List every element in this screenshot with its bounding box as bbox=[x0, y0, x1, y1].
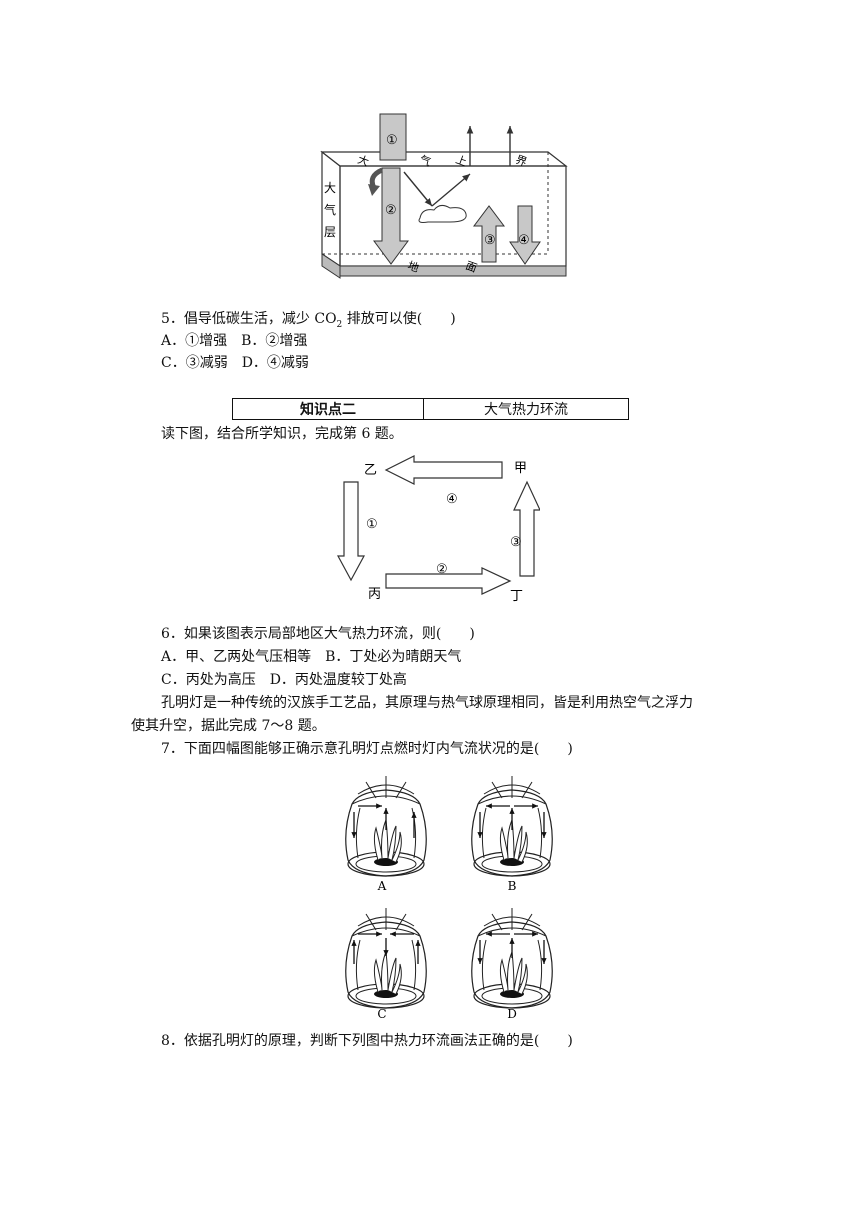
lantern-c bbox=[345, 907, 427, 1009]
fig1-label-4: ④ bbox=[518, 233, 530, 248]
fig1-top-char-4: 界 bbox=[514, 153, 529, 169]
fig1-ground-char-1: 地 bbox=[406, 259, 421, 275]
arrow-label-3: ③ bbox=[510, 535, 522, 550]
fig1-top-char-1: 大 bbox=[356, 152, 371, 169]
q5-options-line1: A．①增强 B．②增强 bbox=[161, 333, 308, 349]
q6-stem: 6．如果该图表示局部地区大气热力环流，则( ) bbox=[161, 626, 475, 642]
fig1-side-char-1: 大 bbox=[324, 181, 336, 195]
fig1-label-2: ② bbox=[385, 203, 397, 218]
fig1-top-char-3: 上 bbox=[454, 153, 469, 169]
lantern-label-d: D bbox=[507, 1007, 517, 1021]
fig1-label-1: ① bbox=[386, 133, 398, 148]
intro-q6: 读下图，结合所学知识，完成第 6 题。 bbox=[161, 426, 403, 442]
arrow-label-2: ② bbox=[436, 562, 448, 577]
knowledge-point-title: 知识点二 bbox=[232, 398, 424, 420]
lantern-label-c: C bbox=[377, 1007, 386, 1021]
knowledge-point-topic: 大气热力环流 bbox=[423, 398, 629, 420]
corner-ding: 丁 bbox=[510, 589, 523, 604]
passage-line2: 使其升空，据此完成 7～8 题。 bbox=[131, 718, 326, 734]
q8-stem: 8．依据孔明灯的原理，判断下列图中热力环流画法正确的是( ) bbox=[161, 1033, 573, 1049]
corner-jia: 甲 bbox=[514, 461, 527, 476]
lantern-d bbox=[471, 907, 553, 1009]
fig1-top-char-2: 气 bbox=[418, 152, 433, 169]
arrow-label-4: ④ bbox=[446, 492, 458, 507]
q6-options-line1: A．甲、乙两处气压相等 B．丁处必为晴朗天气 bbox=[161, 649, 462, 665]
q5-stem: 5．倡导低碳生活，减少 CO2 排放可以使( ) bbox=[161, 311, 456, 330]
fig1-ground-char-2: 面 bbox=[464, 259, 479, 275]
lantern-label-b: B bbox=[508, 879, 517, 893]
corner-bing: 丙 bbox=[368, 587, 381, 602]
circulation-diagram: 乙 甲 丙 丁 ④ ① ② ③ bbox=[336, 455, 540, 604]
q6-options-line2: C．丙处为高压 D．丙处温度较丁处高 bbox=[161, 672, 407, 688]
fig1-label-3: ③ bbox=[484, 233, 496, 248]
lantern-b bbox=[471, 775, 553, 877]
fig1-side-char-3: 层 bbox=[324, 225, 336, 239]
atmosphere-diagram: ① ② ③ ④ 大 气 层 大 气 上 界 地 面 bbox=[320, 113, 568, 279]
q5-options-line2: C．③减弱 D．④减弱 bbox=[161, 355, 309, 371]
lantern-figures: A B C D bbox=[345, 775, 553, 1021]
corner-yi: 乙 bbox=[364, 463, 377, 478]
fig1-side-char-2: 气 bbox=[324, 202, 336, 217]
passage-line1: 孔明灯是一种传统的汉族手工艺品，其原理与热气球原理相同，皆是利用热空气之浮力 bbox=[161, 695, 693, 711]
arrow-label-1: ① bbox=[366, 517, 378, 532]
q7-stem: 7．下面四幅图能够正确示意孔明灯点燃时灯内气流状况的是( ) bbox=[161, 741, 573, 757]
lantern-a bbox=[345, 775, 427, 877]
lantern-label-a: A bbox=[377, 879, 387, 893]
knowledge-point-table: 知识点二 大气热力环流 bbox=[232, 398, 629, 420]
